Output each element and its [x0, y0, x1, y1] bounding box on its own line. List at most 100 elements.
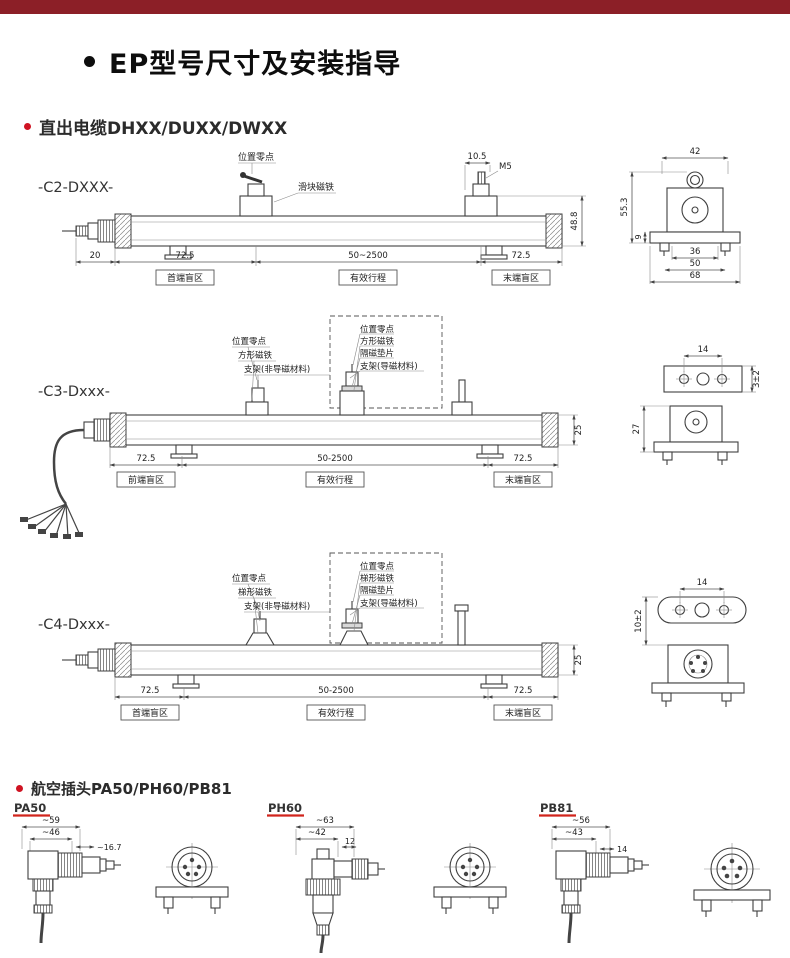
c4-magnet-1 [245, 611, 275, 646]
c2-zone-tail: 末端盲区 [503, 272, 539, 284]
c4-dashed-box [329, 552, 443, 644]
c3-zone-head: 前端盲区 [128, 474, 164, 486]
c3-magnet-1 [245, 380, 269, 416]
plug-pb81-face-view [693, 843, 771, 917]
c3-bracket-callout: 支架(非导磁材料) [244, 364, 310, 375]
c3-dim-hole-span: 14 [698, 345, 709, 355]
page-title-text: EP型号尺寸及安装指导 [109, 49, 402, 80]
c3-magnet-3 [451, 379, 473, 416]
c2-dim-bolt-span: 36 [690, 247, 701, 257]
c3-zero-callout: 位置零点 [232, 336, 267, 347]
plug-ph60: PH60 ~63 ~42 12 [267, 801, 385, 954]
c3-dim-height: 27 [632, 424, 642, 435]
c4-zone-tail: 末端盲区 [505, 707, 541, 719]
top-bar [0, 0, 790, 14]
c4-dim-hole-span: 14 [697, 578, 708, 588]
c2-dim-gland: 20 [90, 251, 101, 261]
pb81-label: PB81 [540, 801, 573, 815]
c3-box-zero-callout: 位置零点 [360, 324, 395, 335]
c3-zone-stroke: 有效行程 [317, 474, 353, 486]
c3-dim-gap: 3±2 [752, 370, 762, 388]
plug-ph60-face-view [433, 843, 507, 914]
c2-dim-base-width: 68 [690, 271, 701, 281]
c4-box-magnet-callout: 梯形磁铁 [360, 573, 395, 584]
c2-dim-height-total: 55.3 [620, 198, 630, 217]
c4-zone-stroke: 有效行程 [318, 707, 354, 719]
c2-dim-stroke: 50~2500 [348, 251, 388, 261]
c4-callouts: 位置零点 梯形磁铁 支架(非导磁材料) [232, 573, 330, 634]
c2-bottom-dims: 20 72.5 50~2500 72.5 [75, 238, 563, 266]
c4-zone-labels: 首端盲区 有效行程 末端盲区 [120, 704, 553, 721]
c4-bottom-dims: 72.5 50-2500 72.5 [114, 677, 559, 700]
c2-zone-head: 首端盲区 [167, 272, 203, 284]
c3-top-end-view: 14 3±2 [663, 345, 762, 393]
section-cable-heading: 直出电缆DHXX/DUXX/DWXX [24, 114, 287, 139]
c4-magnet-callout: 梯形磁铁 [238, 587, 273, 598]
section-cable-text: 直出电缆DHXX/DUXX/DWXX [39, 119, 288, 139]
c2-model-label: -C2-DXXX- [38, 180, 113, 196]
c4-dim-rod-dia: 25 [574, 655, 584, 666]
c3-dim-rod-dia: 25 [574, 425, 584, 436]
pa50-dim-body: ~46 [42, 828, 60, 838]
c2-slider-magnet-1 [239, 172, 273, 217]
c3-box-washer-callout: 隔磁垫片 [360, 348, 394, 359]
c2-dim-thread: M5 [499, 162, 512, 172]
ph60-dim-body: ~42 [308, 828, 326, 838]
ph60-label: PH60 [268, 801, 302, 815]
plugs-drawing: PA50 ~59 ~46 ~16.7 [13, 801, 771, 954]
c4-connector-face-view [651, 644, 745, 707]
c3-dim-tail: 72.5 [514, 454, 533, 464]
c2-zone-labels: 首端盲区 有效行程 末端盲区 [155, 269, 551, 286]
section-plug-text: 航空插头PA50/PH60/PB81 [31, 780, 232, 798]
c2-dim-flange-thk: 9 [634, 234, 643, 239]
c4-model-label: -C4-Dxxx- [38, 617, 110, 633]
c3-callouts: 位置零点 方形磁铁 支架(非导磁材料) [232, 336, 330, 401]
c3-rod-dia-dim: 25 [558, 414, 584, 446]
c2-zero-callout: 位置零点 [238, 151, 274, 163]
c2-end-view: 42 55.3 9 36 50 68 [620, 147, 741, 284]
c3-cable [20, 418, 111, 539]
c3-box-callouts: 位置零点 方形磁铁 隔磁垫片 支架(导磁材料) [349, 324, 424, 391]
c3-zone-tail: 末端盲区 [505, 474, 541, 486]
plug-pa50: PA50 ~59 ~46 ~16.7 [13, 801, 122, 944]
c4-sensor-body [62, 642, 559, 689]
c2-slider-magnet-2 [464, 171, 498, 217]
c3-dim-stroke: 50-2500 [317, 454, 353, 464]
section-bullet-icon [24, 123, 31, 130]
c2-dim-tail: 72.5 [512, 251, 531, 261]
c4-box-zero-callout: 位置零点 [360, 561, 395, 572]
c4-drawing: -C4-Dxxx- 位置零点 梯形磁铁 [38, 552, 747, 721]
c4-box-bracket-callout: 支架(导磁材料) [360, 598, 418, 609]
c3-magnet-callout: 方形磁铁 [238, 350, 273, 361]
c4-box-callouts: 位置零点 梯形磁铁 隔磁垫片 支架(导磁材料) [349, 561, 424, 632]
c2-drawing: -C2-DXXX- 位置零点 [38, 147, 741, 286]
section-plug-heading: 航空插头PA50/PH60/PB81 [16, 778, 232, 799]
ph60-dim-len: ~63 [316, 816, 334, 826]
c3-bottom-dims: 72.5 50-2500 72.5 [109, 447, 559, 468]
c2-dim-width-top: 42 [690, 147, 701, 157]
c3-dashed-box [329, 315, 443, 409]
c3-box-magnet-callout: 方形磁铁 [360, 336, 395, 347]
c4-top-end-view: 14 10±2 [634, 578, 747, 646]
c2-dim-height: 48.8 [570, 212, 580, 231]
pb81-dim-body: ~43 [565, 828, 583, 838]
c2-zone-stroke: 有效行程 [350, 272, 386, 284]
c2-dim-hole-span: 50 [690, 259, 701, 269]
c3-bottom-end-view: 27 [632, 405, 739, 465]
c3-sensor-body [109, 412, 559, 459]
page-title: EP型号尺寸及安装指导 [84, 42, 401, 81]
plug-pa50-face-view [155, 843, 229, 914]
c4-dim-stroke: 50-2500 [318, 686, 354, 696]
section-bullet-icon [16, 785, 23, 792]
c4-rod-dia-dim: 25 [558, 644, 584, 676]
c4-pin-bracket [454, 604, 469, 646]
c4-box-washer-callout: 隔磁垫片 [360, 585, 394, 596]
c3-zone-labels: 前端盲区 有效行程 末端盲区 [116, 471, 553, 488]
title-bullet-icon [84, 56, 95, 67]
ph60-dim-tip: 12 [345, 837, 355, 846]
plug-pb81: PB81 ~56 ~43 14 [539, 801, 649, 944]
pa50-dim-len: ~59 [42, 816, 60, 826]
c4-bracket-callout: 支架(非导磁材料) [244, 601, 310, 612]
c2-dim-screw-pitch: 10.5 [468, 152, 487, 162]
